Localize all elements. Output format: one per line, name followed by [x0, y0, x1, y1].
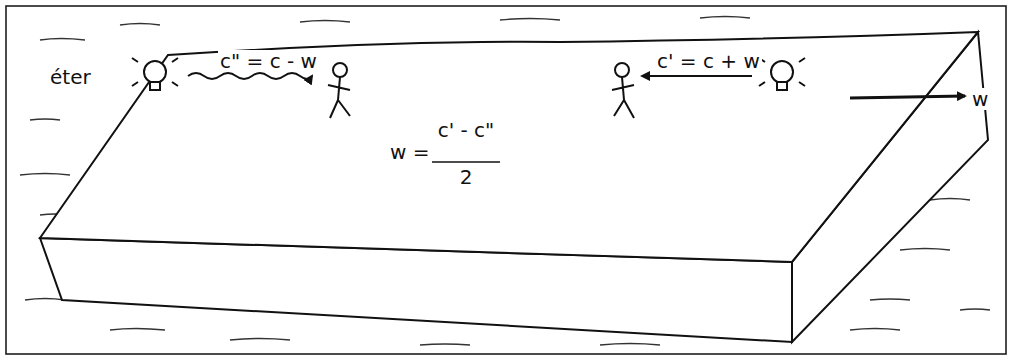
- velocity-label: w: [970, 88, 990, 110]
- formula-label: w =: [388, 141, 431, 163]
- fraction-bar: [432, 161, 500, 163]
- light-ray: [188, 73, 312, 79]
- ether-label: éter: [48, 66, 93, 88]
- velocity-arrow: [850, 96, 965, 98]
- stick-figure: [328, 63, 634, 118]
- frame: [6, 6, 1006, 354]
- speed-label: c" = c - w: [218, 50, 319, 72]
- slab: [40, 32, 988, 342]
- fraction-numerator: c' - c": [436, 119, 497, 141]
- light-ray: [642, 75, 752, 77]
- ether-waves: [20, 17, 990, 346]
- speed-label: c' = c + w: [655, 50, 762, 72]
- fraction-denominator: 2: [458, 166, 475, 188]
